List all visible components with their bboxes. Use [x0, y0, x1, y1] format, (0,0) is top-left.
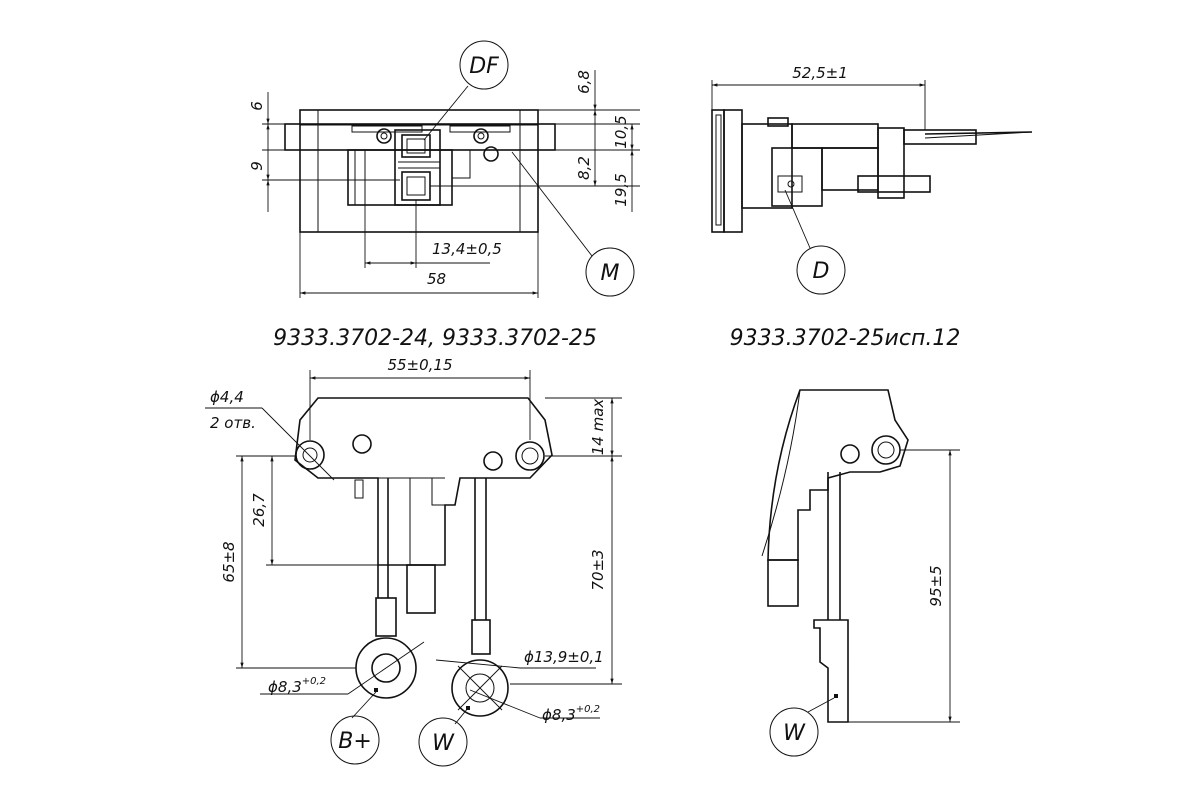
dim-6: 6: [248, 101, 266, 111]
caption-left: 9333.3702-24, 9333.3702-25: [273, 326, 597, 351]
dim-13-4: 13,4±0,5: [432, 240, 502, 258]
callout-bplus: B+: [338, 729, 372, 754]
dim-14-max: 14 max: [589, 399, 607, 456]
dim-8-3-right: ϕ8,3+0,2: [542, 704, 600, 724]
dim-hole: ϕ4,4: [210, 388, 244, 406]
caption-right: 9333.3702-25исп.12: [730, 326, 961, 351]
dim-8-3-left: ϕ8,3+0,2: [268, 676, 326, 696]
dim-65: 65±8: [220, 541, 238, 582]
dim-10-5: 10,5: [612, 115, 630, 148]
callout-d: D: [813, 259, 830, 284]
dim-55: 55±0,15: [387, 356, 452, 374]
dim-19-5: 19,5: [612, 173, 630, 206]
top-left-view: 6 9 6,8 10,5 8,2 19,5 13,4±0,5 58 DF M: [248, 40, 640, 298]
dim-95: 95±5: [927, 565, 945, 606]
dim-hole-count: 2 отв.: [210, 414, 256, 432]
dim-8-2: 8,2: [575, 156, 593, 180]
bottom-left-view: 55±0,15 ϕ4,4 2 отв. 14 max 70±3 26,7 65±…: [205, 356, 622, 767]
callout-w-left: W: [432, 731, 455, 756]
dim-6-8: 6,8: [575, 70, 593, 94]
callout-w-right: W: [783, 721, 806, 746]
callout-m: M: [601, 261, 620, 286]
top-right-view: 52,5±1 D: [711, 64, 1033, 295]
dim-13-9: ϕ13,9±0,1: [524, 648, 604, 666]
dim-70: 70±3: [589, 549, 607, 590]
bottom-right-view: 95±5 W: [761, 389, 960, 757]
dim-52-5: 52,5±1: [792, 64, 848, 82]
dim-26-7: 26,7: [250, 493, 268, 527]
callout-df: DF: [469, 54, 499, 79]
dim-9: 9: [248, 161, 266, 171]
dim-58: 58: [427, 270, 446, 288]
